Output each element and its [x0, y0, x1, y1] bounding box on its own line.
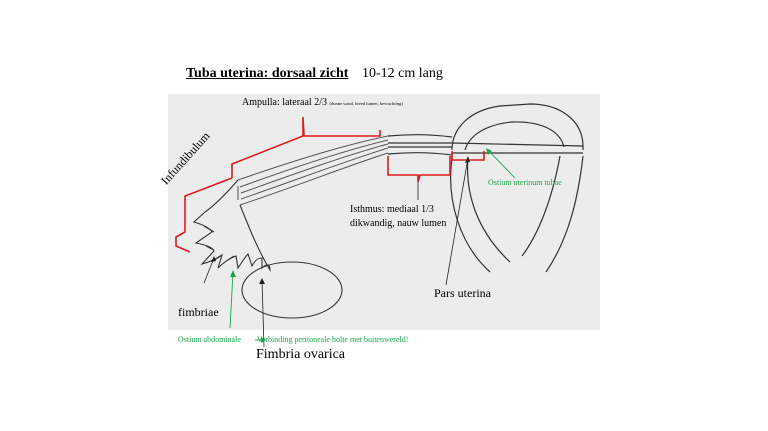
- connection-note: Verbinding peritoneale holte met buitenw…: [256, 335, 409, 344]
- pars-uterina-label: Pars uterina: [434, 286, 491, 300]
- black-pointers: [203, 157, 469, 348]
- region-brackets: [175, 116, 485, 253]
- uterus-outline: [450, 103, 584, 273]
- fimbria-ovarica-label: Fimbria ovarica: [256, 347, 346, 362]
- isthmus-label: Isthmus: mediaal 1/3 dikwandig, nauw lum…: [350, 203, 446, 231]
- ostium-abdominale-label: Ostium abdominale Verbinding peritoneale…: [178, 335, 408, 344]
- green-pointers: [229, 149, 516, 341]
- diagram-panel: [168, 94, 600, 330]
- ostium-uterinum-label: Ostium uterinum tubae: [488, 178, 562, 187]
- title-text: Tuba uterina: dorsaal zicht: [186, 66, 349, 81]
- ampulla-note: (dunne wand, breed lumen, bevruchting): [329, 101, 403, 106]
- ovary-shape: [241, 261, 343, 319]
- ampulla-label: Ampulla: lateraal 2/3 (dunne wand, breed…: [242, 97, 403, 108]
- isthmus-line-2: dikwandig, nauw lumen: [350, 218, 447, 229]
- isthmus-tube: [387, 134, 584, 156]
- length-text: 10-12 cm lang: [361, 66, 443, 81]
- ostium-abdominale-text: Ostium abdominale: [178, 335, 241, 344]
- ampulla-text: Ampulla: lateraal 2/3: [242, 97, 327, 108]
- fimbriae-label: fimbriae: [178, 305, 219, 319]
- slide-title: Tuba uterina: dorsaal zicht 10-12 cm lan…: [186, 66, 443, 82]
- fimbriae-shape: [192, 179, 271, 272]
- ampulla-tube: [237, 135, 389, 206]
- isthmus-line-1: Isthmus: mediaal 1/3: [350, 204, 434, 215]
